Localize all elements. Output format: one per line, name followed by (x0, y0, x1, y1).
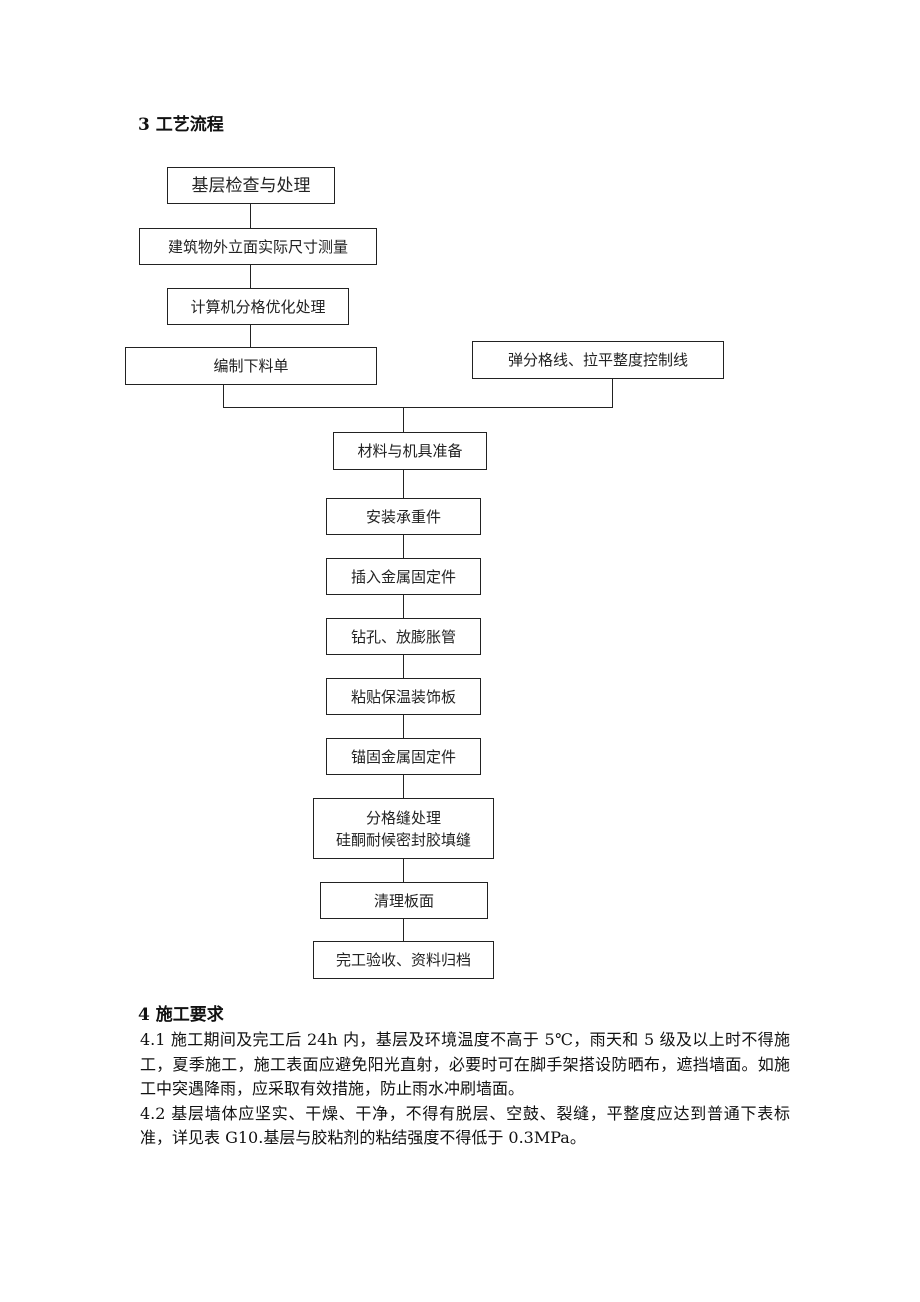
construction-requirements: 4.1 施工期间及完工后 24h 内，基层及环境温度不高于 5℃，雨天和 5 级… (140, 1028, 790, 1151)
flow-step-material-list: 编制下料单 (125, 347, 377, 385)
flow-step-computer-grid-optimization: 计算机分格优化处理 (167, 288, 349, 325)
step-label-secondary: 硅酮耐候密封胶填缝 (335, 830, 471, 849)
flow-step-materials-tools-prep: 材料与机具准备 (333, 432, 487, 470)
step-label: 基层检查与处理 (191, 175, 311, 196)
flow-step-clean-panels: 清理板面 (320, 882, 488, 919)
connector-line (403, 469, 404, 498)
connector-line (250, 203, 251, 228)
step-label: 清理板面 (373, 891, 434, 910)
step-label: 插入金属固定件 (350, 567, 456, 586)
step-label: 编制下料单 (213, 357, 289, 375)
connector-line (403, 594, 404, 618)
connector-line (250, 324, 251, 347)
connector-line (403, 774, 404, 798)
flow-step-acceptance-archive: 完工验收、资料归档 (313, 941, 494, 979)
step-label: 粘贴保温装饰板 (350, 687, 456, 706)
connector-line (403, 858, 404, 882)
connector-line (403, 714, 404, 738)
flow-step-bond-panels: 粘贴保温装饰板 (326, 678, 481, 715)
step-label: 钻孔、放膨胀管 (350, 627, 456, 646)
requirement-4-2: 4.2 基层墙体应坚实、干燥、干净，不得有脱层、空鼓、裂缝，平整度应达到普通下表… (140, 1103, 790, 1148)
flow-step-joint-treatment: 分格缝处理 硅酮耐候密封胶填缝 (313, 798, 494, 859)
connector-line (612, 378, 613, 408)
flow-step-drill-anchors: 钻孔、放膨胀管 (326, 618, 481, 655)
step-label: 锚固金属固定件 (350, 747, 456, 766)
connector-line (403, 918, 404, 941)
connector-line (223, 384, 224, 408)
step-label: 建筑物外立面实际尺寸测量 (167, 237, 348, 256)
flow-step-snap-grid-lines: 弹分格线、拉平整度控制线 (472, 341, 724, 379)
flow-step-base-inspection: 基层检查与处理 (167, 167, 335, 204)
section-3-heading: 3 工艺流程 (138, 115, 224, 135)
step-label: 弹分格线、拉平整度控制线 (507, 351, 688, 369)
section-4-heading: 4 施工要求 (138, 1005, 224, 1025)
flow-step-insert-metal-fixings: 插入金属固定件 (326, 558, 481, 595)
merge-line (223, 407, 613, 408)
connector-line (403, 407, 404, 432)
connector-line (403, 654, 404, 678)
step-label: 安装承重件 (365, 507, 441, 526)
flow-step-anchor-fixings: 锚固金属固定件 (326, 738, 481, 775)
requirement-4-1: 4.1 施工期间及完工后 24h 内，基层及环境温度不高于 5℃，雨天和 5 级… (140, 1030, 790, 1098)
connector-line (403, 534, 404, 558)
step-label: 计算机分格优化处理 (190, 297, 326, 316)
connector-line (250, 264, 251, 288)
step-label: 完工验收、资料归档 (335, 951, 471, 969)
flow-step-facade-measurement: 建筑物外立面实际尺寸测量 (139, 228, 377, 265)
step-label: 分格缝处理 (365, 808, 441, 827)
flow-step-install-load-bearing: 安装承重件 (326, 498, 481, 535)
step-label: 材料与机具准备 (357, 442, 463, 460)
